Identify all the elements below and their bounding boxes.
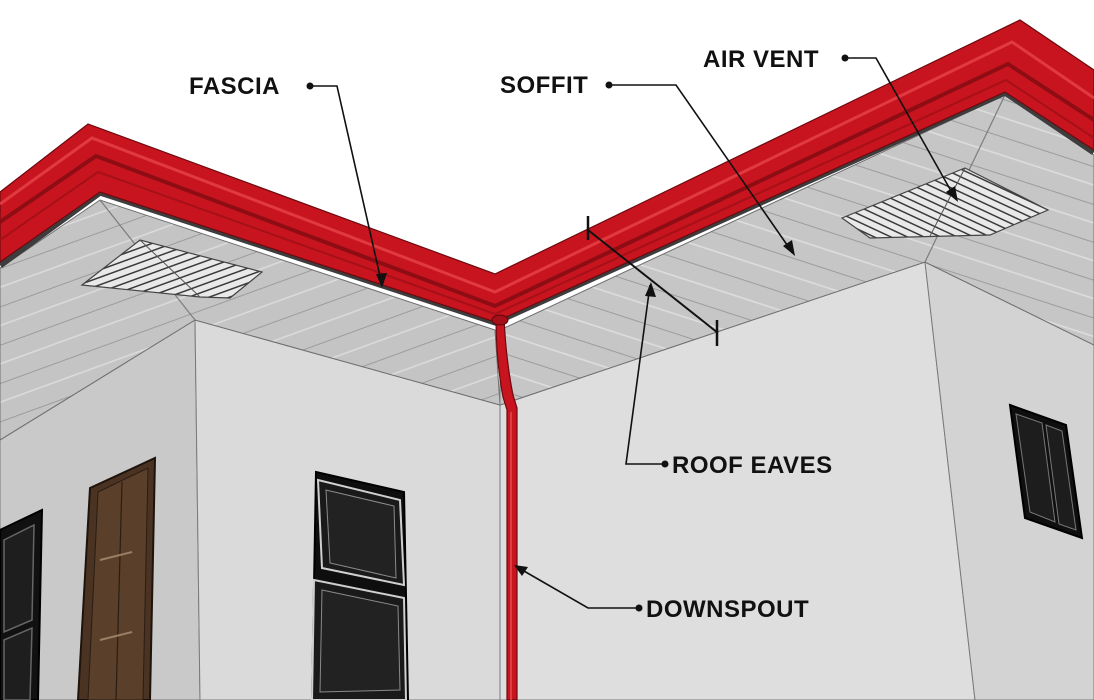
soffit-leader	[610, 84, 793, 253]
leader-arrowheads	[376, 186, 958, 576]
air-vent-left	[80, 239, 264, 299]
window-awning-center	[310, 470, 410, 700]
leader-lines	[312, 57, 956, 609]
fascia-board	[0, 19, 1094, 323]
fascia-leader	[312, 85, 383, 286]
air-vent-right	[840, 167, 1050, 239]
window-left-edge	[0, 508, 44, 700]
roof-eaves-leader	[625, 284, 664, 465]
label-downspout: DOWNSPOUT	[646, 596, 809, 623]
leader-dots	[306, 54, 849, 612]
downspout-leader	[516, 566, 638, 609]
label-fascia: FASCIA	[189, 73, 280, 100]
door	[76, 456, 157, 700]
window-right	[1008, 403, 1084, 540]
air-vent-leader	[846, 57, 956, 199]
label-roof-eaves: ROOF EAVES	[672, 452, 833, 479]
label-soffit: SOFFIT	[500, 72, 588, 99]
label-air-vent: AIR VENT	[703, 46, 819, 73]
downspout	[491, 314, 518, 700]
section-cut-marker	[586, 216, 719, 346]
